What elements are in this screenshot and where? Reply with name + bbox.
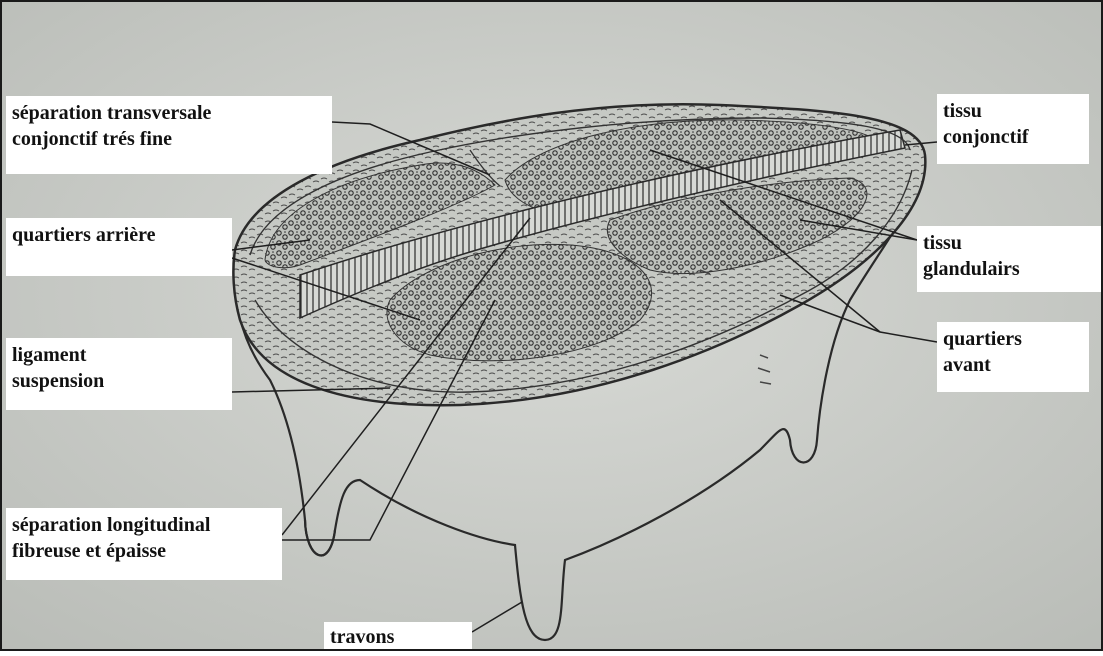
image-border (0, 0, 1103, 651)
diagram-stage: séparation transversale conjonctif trés … (0, 0, 1103, 651)
